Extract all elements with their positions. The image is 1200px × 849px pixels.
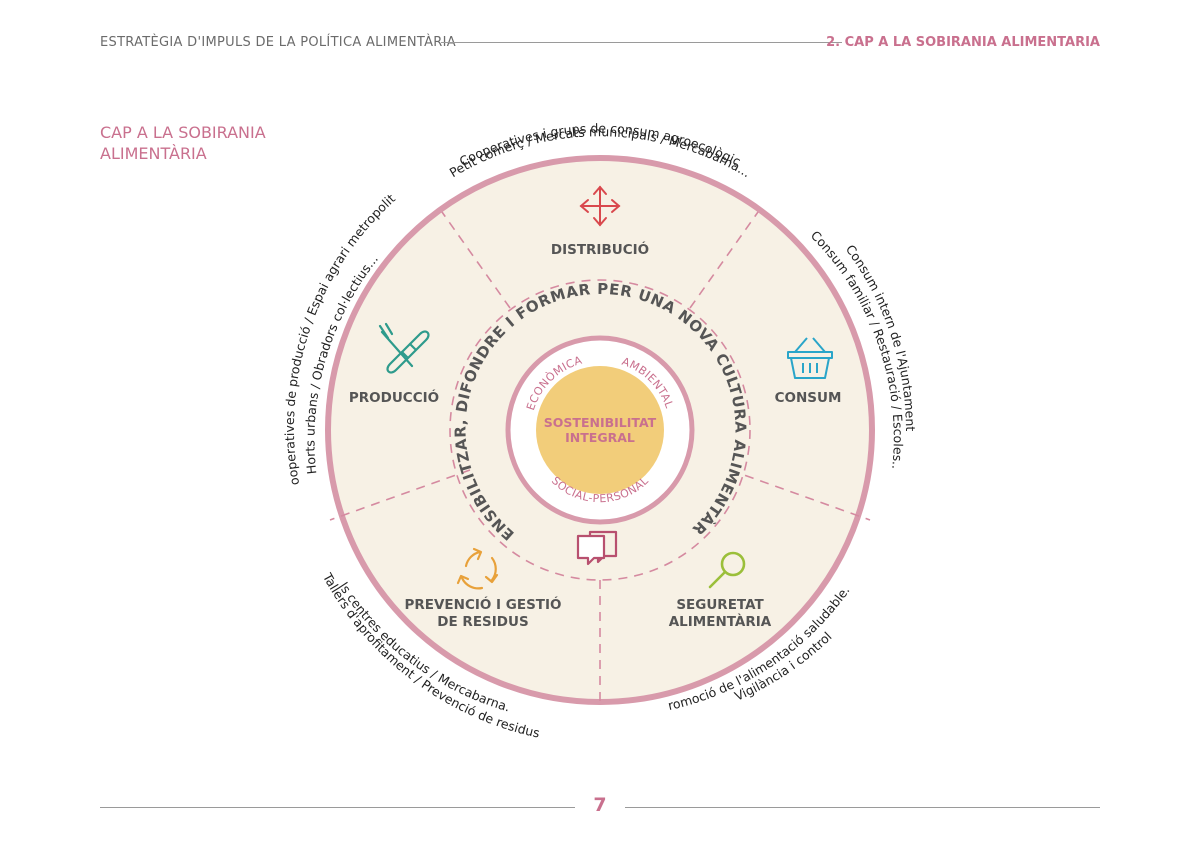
section-title-line-2: ALIMENTÀRIA <box>100 144 207 163</box>
sector-dividers <box>329 211 871 702</box>
section-title: CAP A LA SOBIRANIA ALIMENTÀRIA <box>100 122 266 164</box>
core-label-line-1: SOSTENIBILITAT <box>544 415 657 430</box>
sector-label-residus-line-2: DE RESIDUS <box>437 614 528 630</box>
recycle-icon <box>456 547 499 590</box>
chat-bubbles-icon <box>576 530 618 566</box>
core-circle <box>536 366 664 494</box>
fork-bread-icon <box>378 322 430 374</box>
move-arrows-icon <box>579 185 621 227</box>
sector-label-seguretat-line-2: ALIMENTÀRIA <box>669 613 772 630</box>
header-document-title: ESTRATÈGIA D'IMPULS DE LA POLÍTICA ALIME… <box>100 35 456 50</box>
sector-label-residus-line-1: PREVENCIÓ I GESTIÓ <box>404 595 561 613</box>
footer-divider-right <box>625 807 1100 808</box>
section-title-line-1: CAP A LA SOBIRANIA <box>100 123 266 142</box>
core-label-line-2: INTEGRAL <box>565 430 635 445</box>
header-divider <box>441 42 842 43</box>
magnifier-icon <box>708 551 746 589</box>
basket-icon <box>787 337 833 379</box>
sector-label-produccio: PRODUCCIÓ <box>349 388 439 406</box>
sector-label-distribucio: DISTRIBUCIÓ <box>551 240 649 258</box>
page-number: 7 <box>593 794 607 816</box>
footer-divider-left <box>100 807 575 808</box>
sector-label-seguretat-line-1: SEGURETAT <box>676 597 764 613</box>
header-chapter-title: 2. CAP A LA SOBIRANIA ALIMENTARIA <box>826 35 1100 50</box>
middle-dashed-ring <box>449 279 751 581</box>
sector-label-consum: CONSUM <box>775 390 842 406</box>
